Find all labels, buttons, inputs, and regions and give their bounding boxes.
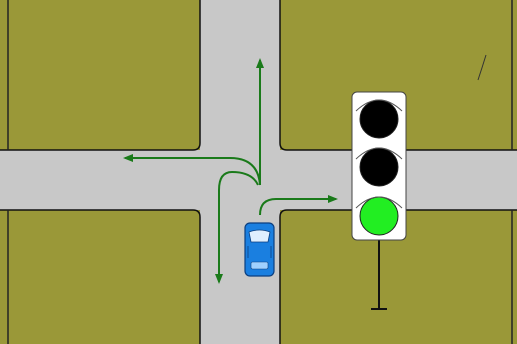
grass-mark <box>477 54 487 81</box>
lamp-bottom <box>355 196 403 236</box>
car-windshield <box>248 229 271 243</box>
arrow-right <box>259 195 338 216</box>
lamp-middle <box>355 147 403 187</box>
direction-arrows <box>123 58 338 284</box>
lamp-top <box>355 99 403 139</box>
arrow-u-turn <box>215 170 259 284</box>
car <box>244 222 275 277</box>
arrow-left <box>123 154 261 186</box>
car-rear-window <box>250 261 269 270</box>
border-lines <box>7 0 513 344</box>
traffic-light <box>351 91 407 310</box>
